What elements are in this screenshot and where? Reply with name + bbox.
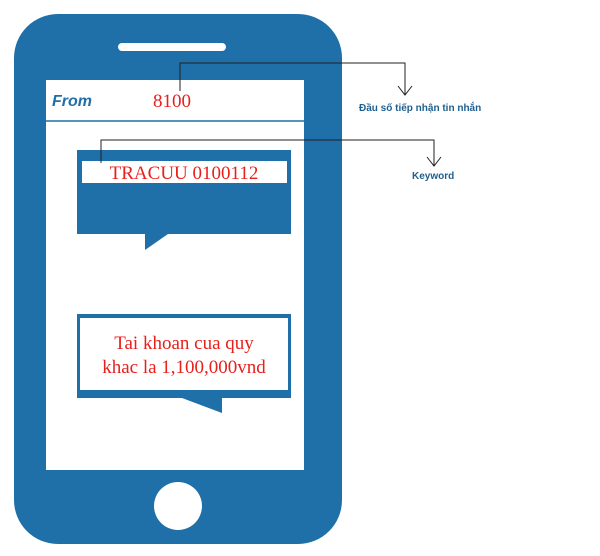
reply-message-line2: khac la 1,100,000vnd — [102, 357, 266, 378]
short-code-connector — [179, 62, 413, 96]
home-button-icon — [154, 482, 202, 530]
keyword-annotation: Keyword — [412, 171, 454, 182]
arrow-down-icon — [426, 156, 442, 167]
outgoing-message-bubble — [77, 150, 291, 250]
from-label: From — [52, 93, 92, 110]
arrow-down-icon — [397, 85, 413, 96]
reply-message-bubble — [77, 314, 291, 413]
reply-message-line1: Tai khoan cua quy — [114, 333, 254, 354]
sender-number: 8100 — [153, 91, 191, 112]
keyword-connector — [100, 139, 442, 167]
phone-screen — [46, 80, 304, 470]
outgoing-message-text: TRACUU 0100112 — [110, 163, 259, 184]
speaker-slot-icon — [118, 43, 226, 51]
short-code-annotation: Đầu số tiếp nhận tin nhắn — [359, 101, 481, 114]
